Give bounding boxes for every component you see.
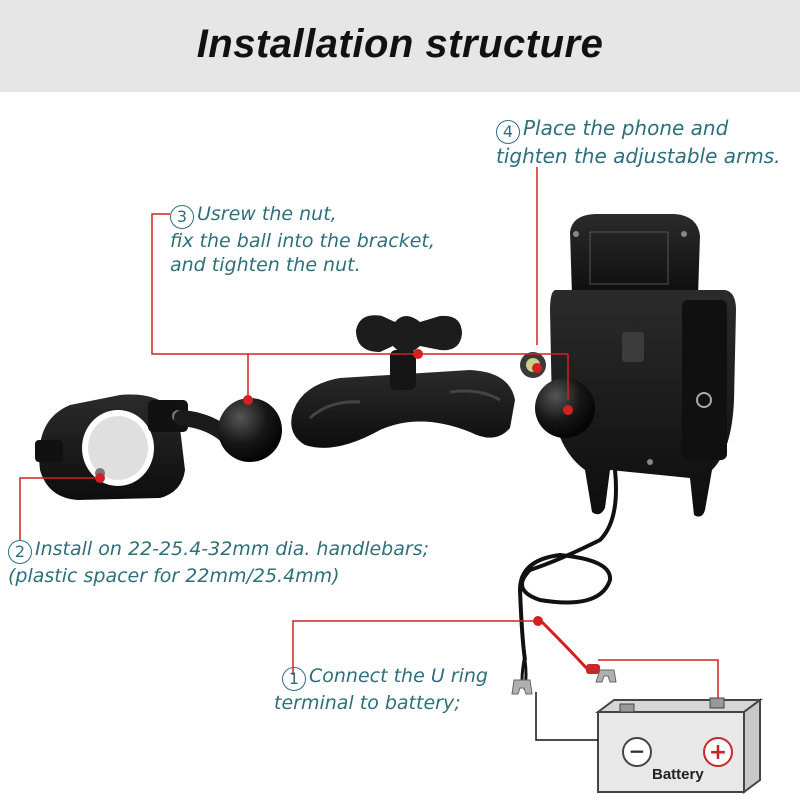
- handlebar-clamp: [35, 394, 240, 500]
- battery-illustration: − +: [595, 697, 763, 794]
- double-socket-arm: [291, 315, 515, 448]
- leader-dots: [95, 349, 573, 626]
- leader-line-step-1: [292, 620, 538, 675]
- phone-holder: [520, 214, 736, 517]
- step-4-line-2: tighten the adjustable arms.: [496, 144, 781, 168]
- battery-plus-sign: +: [709, 740, 727, 765]
- u-ring-terminal-positive: [586, 664, 617, 683]
- step-3-line-3: and tighten the nut.: [170, 254, 361, 277]
- leader-line-step-3: [151, 213, 568, 355]
- step-1-number: 1: [282, 667, 306, 691]
- battery-minus-sign: −: [629, 739, 646, 763]
- leader-line-step-2: [19, 477, 100, 540]
- wire-positive: [598, 659, 719, 698]
- step-4-number: 4: [496, 120, 520, 144]
- leader-lines: [19, 167, 719, 741]
- step-2-line-2: (plastic spacer for 22mm/25.4mm): [8, 565, 340, 587]
- step-1-line-2: terminal to battery;: [274, 692, 461, 714]
- page-title: Installation structure: [196, 22, 604, 66]
- step-3-number: 3: [170, 205, 194, 229]
- ball-joint-left: [218, 398, 282, 462]
- power-cable: [517, 469, 618, 661]
- step-2-number: 2: [8, 540, 32, 564]
- step-3-line-2: fix the ball into the bracket,: [170, 230, 435, 252]
- title-bar: Installation structure: [0, 0, 800, 92]
- battery-label: Battery: [652, 766, 704, 783]
- wire-negative: [535, 692, 598, 741]
- u-ring-terminal-negative: [511, 679, 533, 695]
